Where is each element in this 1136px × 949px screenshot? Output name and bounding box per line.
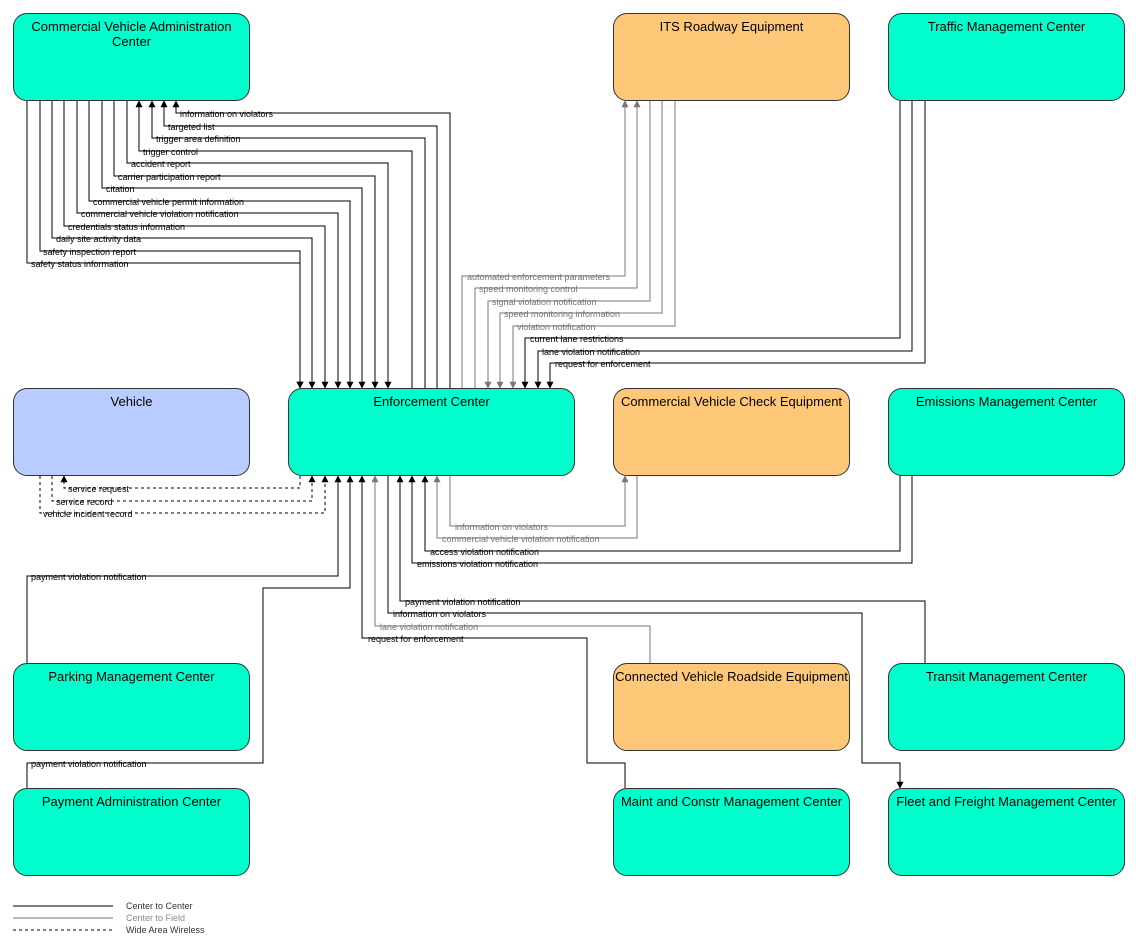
flow-label: credentials status information — [68, 222, 185, 232]
node-enforcement-center[interactable]: Enforcement Center — [288, 388, 575, 476]
legend-center-to-center: Center to Center — [126, 901, 193, 911]
flow-line-tmc-request-enforcement — [546, 101, 926, 389]
flow-line-cvac-targeted-list — [160, 100, 438, 388]
flow-line-cvre-lane-violation — [371, 475, 651, 663]
flow-line-emc-emissions-violation — [408, 475, 913, 564]
flow-label: safety inspection report — [43, 247, 137, 257]
flow-line-cvac-carrier-participation — [113, 101, 379, 389]
flow-label: information on violators — [455, 522, 549, 532]
node-traffic-management-center[interactable]: Traffic Management Center — [888, 13, 1125, 101]
flow-label: accident report — [131, 159, 191, 169]
flow-label: information on violators — [180, 109, 274, 119]
flow-label: signal violation notification — [492, 297, 597, 307]
flow-line-cvac-credentials — [63, 101, 329, 389]
node-transit-management-center[interactable]: Transit Management Center — [888, 663, 1125, 751]
flow-line-emc-access-violation — [421, 475, 901, 552]
flow-label: service record — [56, 497, 113, 507]
legend-wide-area-wireless: Wide Area Wireless — [126, 925, 205, 935]
flow-line-cvac-cv-violation — [76, 101, 342, 389]
flow-label: safety status information — [31, 259, 129, 269]
flow-label: trigger control — [143, 147, 198, 157]
flow-label: trigger area definition — [156, 134, 241, 144]
flow-line-veh-service-record — [51, 475, 316, 502]
flow-label: service request — [68, 484, 130, 494]
flow-label: citation — [106, 184, 135, 194]
flow-label: lane violation notification — [380, 622, 478, 632]
flow-line-cvac-trigger-area — [148, 100, 426, 388]
flow-line-cvce-cv-violation — [433, 475, 638, 539]
legend: Center to Center Center to Field Wide Ar… — [13, 901, 205, 935]
flow-line-cvac-citation — [101, 101, 366, 389]
node-connected-vehicle-roadside-equipment[interactable]: Connected Vehicle Roadside Equipment — [613, 663, 850, 751]
flow-label: vehicle incident record — [43, 509, 133, 519]
flow-label: request for enforcement — [555, 359, 651, 369]
flow-label: commercial vehicle violation notificatio… — [442, 534, 600, 544]
node-commercial-vehicle-check-equipment[interactable]: Commercial Vehicle Check Equipment — [613, 388, 850, 476]
flow-label: request for enforcement — [368, 634, 464, 644]
flow-line-mcm-request-enforcement — [358, 475, 626, 788]
flow-label: commercial vehicle violation notificatio… — [81, 209, 239, 219]
flow-line-cvac-info-violators — [172, 100, 451, 388]
flow-label: information on violators — [393, 609, 487, 619]
flow-label: violation notification — [517, 322, 596, 332]
node-vehicle[interactable]: Vehicle — [13, 388, 250, 476]
flow-line-its-auto-enforcement — [461, 100, 629, 388]
flow-line-tmc-lane-violation — [534, 101, 913, 389]
flow-label: payment violation notification — [31, 572, 147, 582]
flow-line-ffm-info-violators — [387, 476, 904, 789]
legend-center-to-field: Center to Field — [126, 913, 185, 923]
flow-line-its-signal-violation — [484, 101, 651, 389]
flow-label: access violation notification — [430, 547, 539, 557]
flow-line-pac-payment-violation — [26, 475, 354, 788]
flow-line-cvce-info-violators — [449, 475, 629, 527]
flow-label: payment violation notification — [31, 759, 147, 769]
flow-label: emissions violation notification — [417, 559, 538, 569]
flow-label: targeted list — [168, 122, 215, 132]
flow-label: speed monitoring control — [479, 284, 578, 294]
flow-line-tmc-lane-restrictions — [521, 101, 901, 389]
flow-label: lane violation notification — [542, 347, 640, 357]
flow-line-transit-payment-violation — [396, 475, 926, 663]
flow-label: commercial vehicle permit information — [93, 197, 244, 207]
flow-line-cvac-safety-status — [26, 101, 304, 389]
flow-line-its-speed-info — [496, 101, 663, 389]
flow-label: automated enforcement parameters — [467, 272, 611, 282]
flow-line-cvac-permit-info — [88, 101, 354, 389]
flow-line-its-violation-notif — [509, 101, 676, 389]
flow-line-pmc-payment-violation — [26, 475, 342, 663]
node-emissions-management-center[interactable]: Emissions Management Center — [888, 388, 1125, 476]
node-maint-and-constr-management-center[interactable]: Maint and Constr Management Center — [613, 788, 850, 876]
flow-label: carrier participation report — [118, 172, 221, 182]
flow-line-cvac-accident-report — [126, 101, 392, 389]
flow-line-cvac-trigger-control — [135, 100, 413, 388]
flow-label: daily site activity data — [56, 234, 141, 244]
node-parking-management-center[interactable]: Parking Management Center — [13, 663, 250, 751]
flow-line-veh-service-request — [60, 475, 301, 489]
flow-label: current lane restrictions — [530, 334, 624, 344]
node-payment-administration-center[interactable]: Payment Administration Center — [13, 788, 250, 876]
node-commercial-vehicle-administration-center[interactable]: Commercial Vehicle Administration Center — [13, 13, 250, 101]
flow-line-cvac-daily-site — [51, 101, 316, 389]
flow-line-veh-incident-record — [39, 475, 329, 514]
flow-line-its-speed-control — [474, 100, 641, 388]
flow-line-cvac-safety-inspection — [39, 101, 304, 389]
flow-label: payment violation notification — [405, 597, 521, 607]
flow-label: speed monitoring information — [504, 309, 620, 319]
node-its-roadway-equipment[interactable]: ITS Roadway Equipment — [613, 13, 850, 101]
node-fleet-and-freight-management-center[interactable]: Fleet and Freight Management Center — [888, 788, 1125, 876]
